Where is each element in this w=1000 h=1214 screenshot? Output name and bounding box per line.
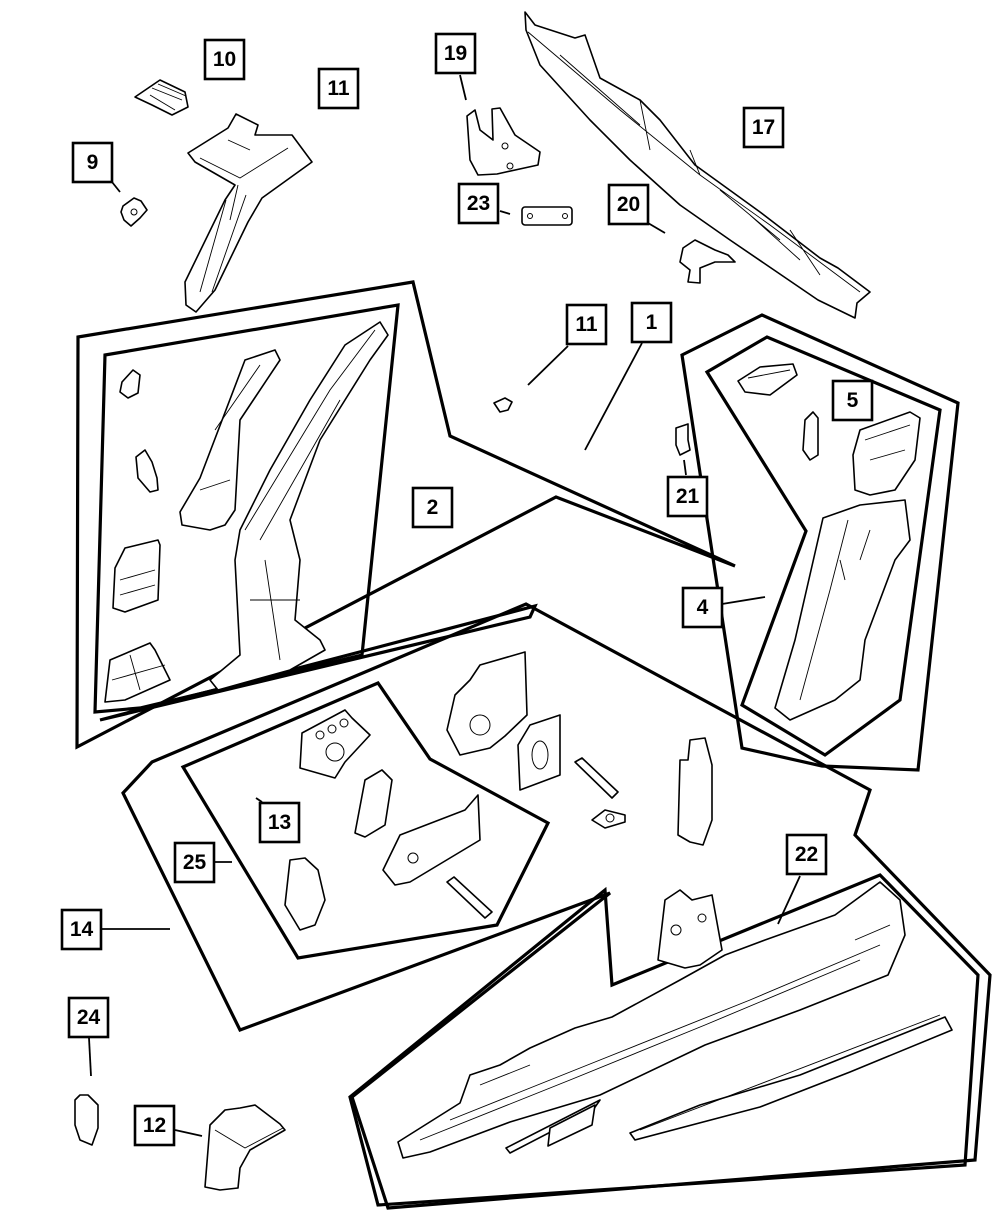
part-19-bracket [466, 107, 541, 176]
callout-24: 24 [67, 996, 110, 1039]
part-2-lower-plate-a [112, 539, 161, 613]
svg-text:21: 21 [676, 485, 700, 508]
part-4-quarter-inner [774, 499, 911, 721]
svg-text:17: 17 [752, 116, 775, 139]
svg-text:24: 24 [77, 1006, 101, 1029]
leader-24 [88, 1037, 92, 1077]
part-25-channel [354, 769, 393, 838]
callout-9: 10 [203, 38, 246, 81]
part-9-bracket [134, 79, 189, 116]
part-2-lower-plate-b [104, 642, 171, 703]
callout-25: 25 [173, 841, 216, 884]
part-23-plate [521, 206, 573, 226]
svg-text:19: 19 [444, 42, 467, 65]
part-2-clip-bracket [135, 449, 159, 493]
callout-13: 12 [133, 1104, 176, 1147]
leader-21 [683, 459, 687, 476]
part-22-lower-rail [629, 1014, 953, 1141]
group-outline-22 [348, 873, 980, 1207]
svg-text:23: 23 [467, 192, 490, 215]
svg-text:11: 11 [575, 313, 598, 336]
callout-8: 9 [71, 141, 114, 184]
leader-12 [255, 797, 263, 803]
svg-text:4: 4 [697, 596, 709, 619]
svg-text:9: 9 [87, 151, 99, 174]
svg-text:14: 14 [70, 918, 94, 941]
part-5-reinforcement-a [737, 363, 798, 396]
svg-text:20: 20 [617, 193, 640, 216]
part-25-upper-plate [299, 709, 371, 779]
part-25-panel [382, 794, 481, 886]
part-22-strip [505, 1099, 601, 1154]
group-outline-14-upper-line [99, 603, 538, 722]
leader-11 [527, 345, 569, 386]
leader-20 [647, 222, 666, 234]
svg-text:2: 2 [427, 496, 439, 519]
group-outline-1 [75, 280, 736, 750]
part-10-cowl-side [184, 113, 313, 313]
part-2-a-pillar-upper [179, 349, 281, 531]
callout-10: 11 [317, 67, 360, 110]
part-22-sill-main [397, 881, 906, 1159]
group-outline-25 [180, 681, 551, 960]
leader-4 [721, 596, 766, 605]
part-2-a-pillar-main [209, 321, 389, 691]
svg-text:5: 5 [847, 389, 859, 412]
part-14-washer [591, 809, 626, 829]
leader-23 [499, 210, 511, 215]
callout-19: 19 [434, 32, 477, 75]
callout-23: 23 [457, 182, 500, 225]
leader-13 [174, 1129, 203, 1137]
callout-14: 14 [60, 908, 103, 951]
part-11-clip [493, 397, 513, 413]
svg-text:22: 22 [795, 843, 818, 866]
part-5-plate [802, 411, 819, 461]
group-outline-5-inner [704, 335, 942, 757]
part-14-b-pillar-plate [517, 714, 561, 791]
part-14-tube [574, 757, 619, 799]
callout-1: 1 [630, 301, 673, 344]
part-14-lower-bracket [657, 889, 723, 969]
callout-11: 11 11 11 [565, 303, 608, 346]
callout-12: 13 [258, 801, 301, 844]
callout-2: 2 [411, 486, 454, 529]
part-2-small-plate [119, 369, 141, 399]
part-5-bracket [852, 411, 921, 496]
svg-text:13: 13 [268, 811, 291, 834]
leader-1 [584, 342, 643, 451]
part-20-bracket [679, 239, 736, 284]
callout-21: 21 [666, 475, 709, 518]
svg-text:10: 10 [213, 48, 236, 71]
callout-5: 5 [831, 379, 874, 422]
group-outline-4-outer [680, 313, 960, 772]
leader-8 [111, 181, 121, 193]
svg-text:11: 11 [327, 77, 350, 100]
callout-4: 4 [681, 586, 724, 629]
part-8-clip [120, 197, 148, 227]
part-17-roof-rail [524, 11, 871, 319]
leader-19 [459, 74, 467, 101]
svg-text:1: 1 [646, 311, 658, 334]
group-outline-14 [121, 602, 992, 1210]
callout-20: 20 [607, 183, 650, 226]
part-25-gusset [284, 857, 326, 931]
svg-text:25: 25 [183, 851, 207, 874]
part-14-bracket [677, 737, 713, 846]
callout-22: 22 [785, 833, 828, 876]
leader-22 [777, 875, 801, 925]
part-14-b-pillar-upper [446, 651, 528, 756]
part-25-tube [446, 876, 493, 919]
callout-17: 17 [742, 106, 785, 149]
part-13-reinforcement [204, 1104, 286, 1191]
svg-text:12: 12 [143, 1114, 166, 1137]
part-21-bracket [675, 423, 691, 456]
part-24-plug [74, 1094, 99, 1146]
